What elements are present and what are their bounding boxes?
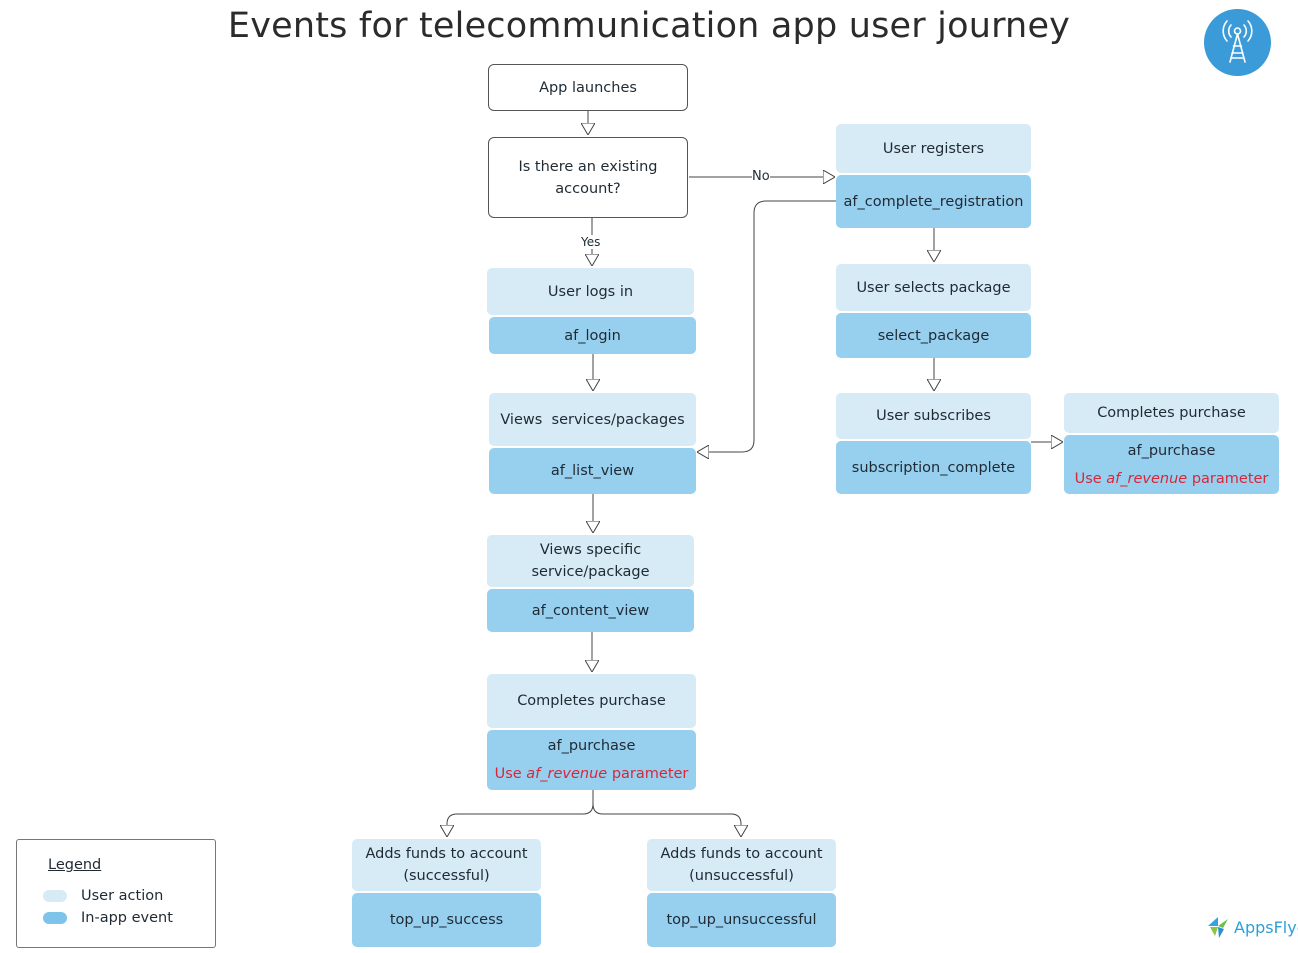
node-user-registers: User registers (836, 124, 1031, 173)
event-af-list-view: af_list_view (489, 448, 696, 494)
node-app-launches: App launches (488, 64, 688, 111)
event-af-purchase-right: af_purchase Use af_revenue parameter (1064, 435, 1279, 494)
event-top-up-success: top_up_success (352, 893, 541, 947)
cell-tower-icon (1204, 9, 1271, 76)
legend-user-action: User action (43, 888, 163, 904)
legend-swatch-user-action (43, 890, 67, 902)
edge-label-no: No (752, 169, 770, 184)
legend-in-app-event: In-app event (43, 910, 173, 926)
event-af-login: af_login (489, 317, 696, 354)
edge-purchase-split-right (592, 803, 741, 837)
page-title: Events for telecommunication app user jo… (227, 6, 1071, 46)
node-adds-funds-success: Adds funds to account (successful) (352, 839, 541, 891)
legend-title: Legend (48, 857, 102, 873)
node-user-subscribes: User subscribes (836, 393, 1031, 439)
event-af-complete-registration: af_complete_registration (836, 175, 1031, 228)
revenue-note-right: Use af_revenue parameter (1074, 470, 1269, 487)
brand-logo: AppsFlyer (1206, 914, 1298, 940)
node-adds-funds-fail: Adds funds to account (unsuccessful) (647, 839, 836, 891)
legend: Legend User action In-app event (16, 839, 216, 948)
edge-purchase-split (447, 790, 594, 837)
node-existing-account: Is there an existing account? (488, 137, 688, 218)
event-af-content-view: af_content_view (487, 589, 694, 632)
event-af-purchase-left: af_purchase Use af_revenue parameter (487, 730, 696, 790)
node-views-specific: Views specific service/package (487, 535, 694, 587)
revenue-note-left: Use af_revenue parameter (494, 766, 689, 782)
node-user-selects-package: User selects package (836, 264, 1031, 311)
edge-label-yes: Yes (581, 235, 601, 249)
node-completes-purchase-right: Completes purchase (1064, 393, 1279, 433)
node-views-services: Views services/packages (489, 393, 696, 446)
event-select-package: select_package (836, 313, 1031, 358)
node-completes-purchase-left: Completes purchase (487, 674, 696, 728)
node-user-logs-in: User logs in (487, 268, 694, 315)
event-subscription-complete: subscription_complete (836, 441, 1031, 494)
event-top-up-unsuccessful: top_up_unsuccessful (647, 893, 836, 947)
legend-swatch-in-app-event (43, 912, 67, 924)
edge-register-to-views (697, 200, 836, 452)
appsflyer-logo-icon (1208, 917, 1228, 938)
